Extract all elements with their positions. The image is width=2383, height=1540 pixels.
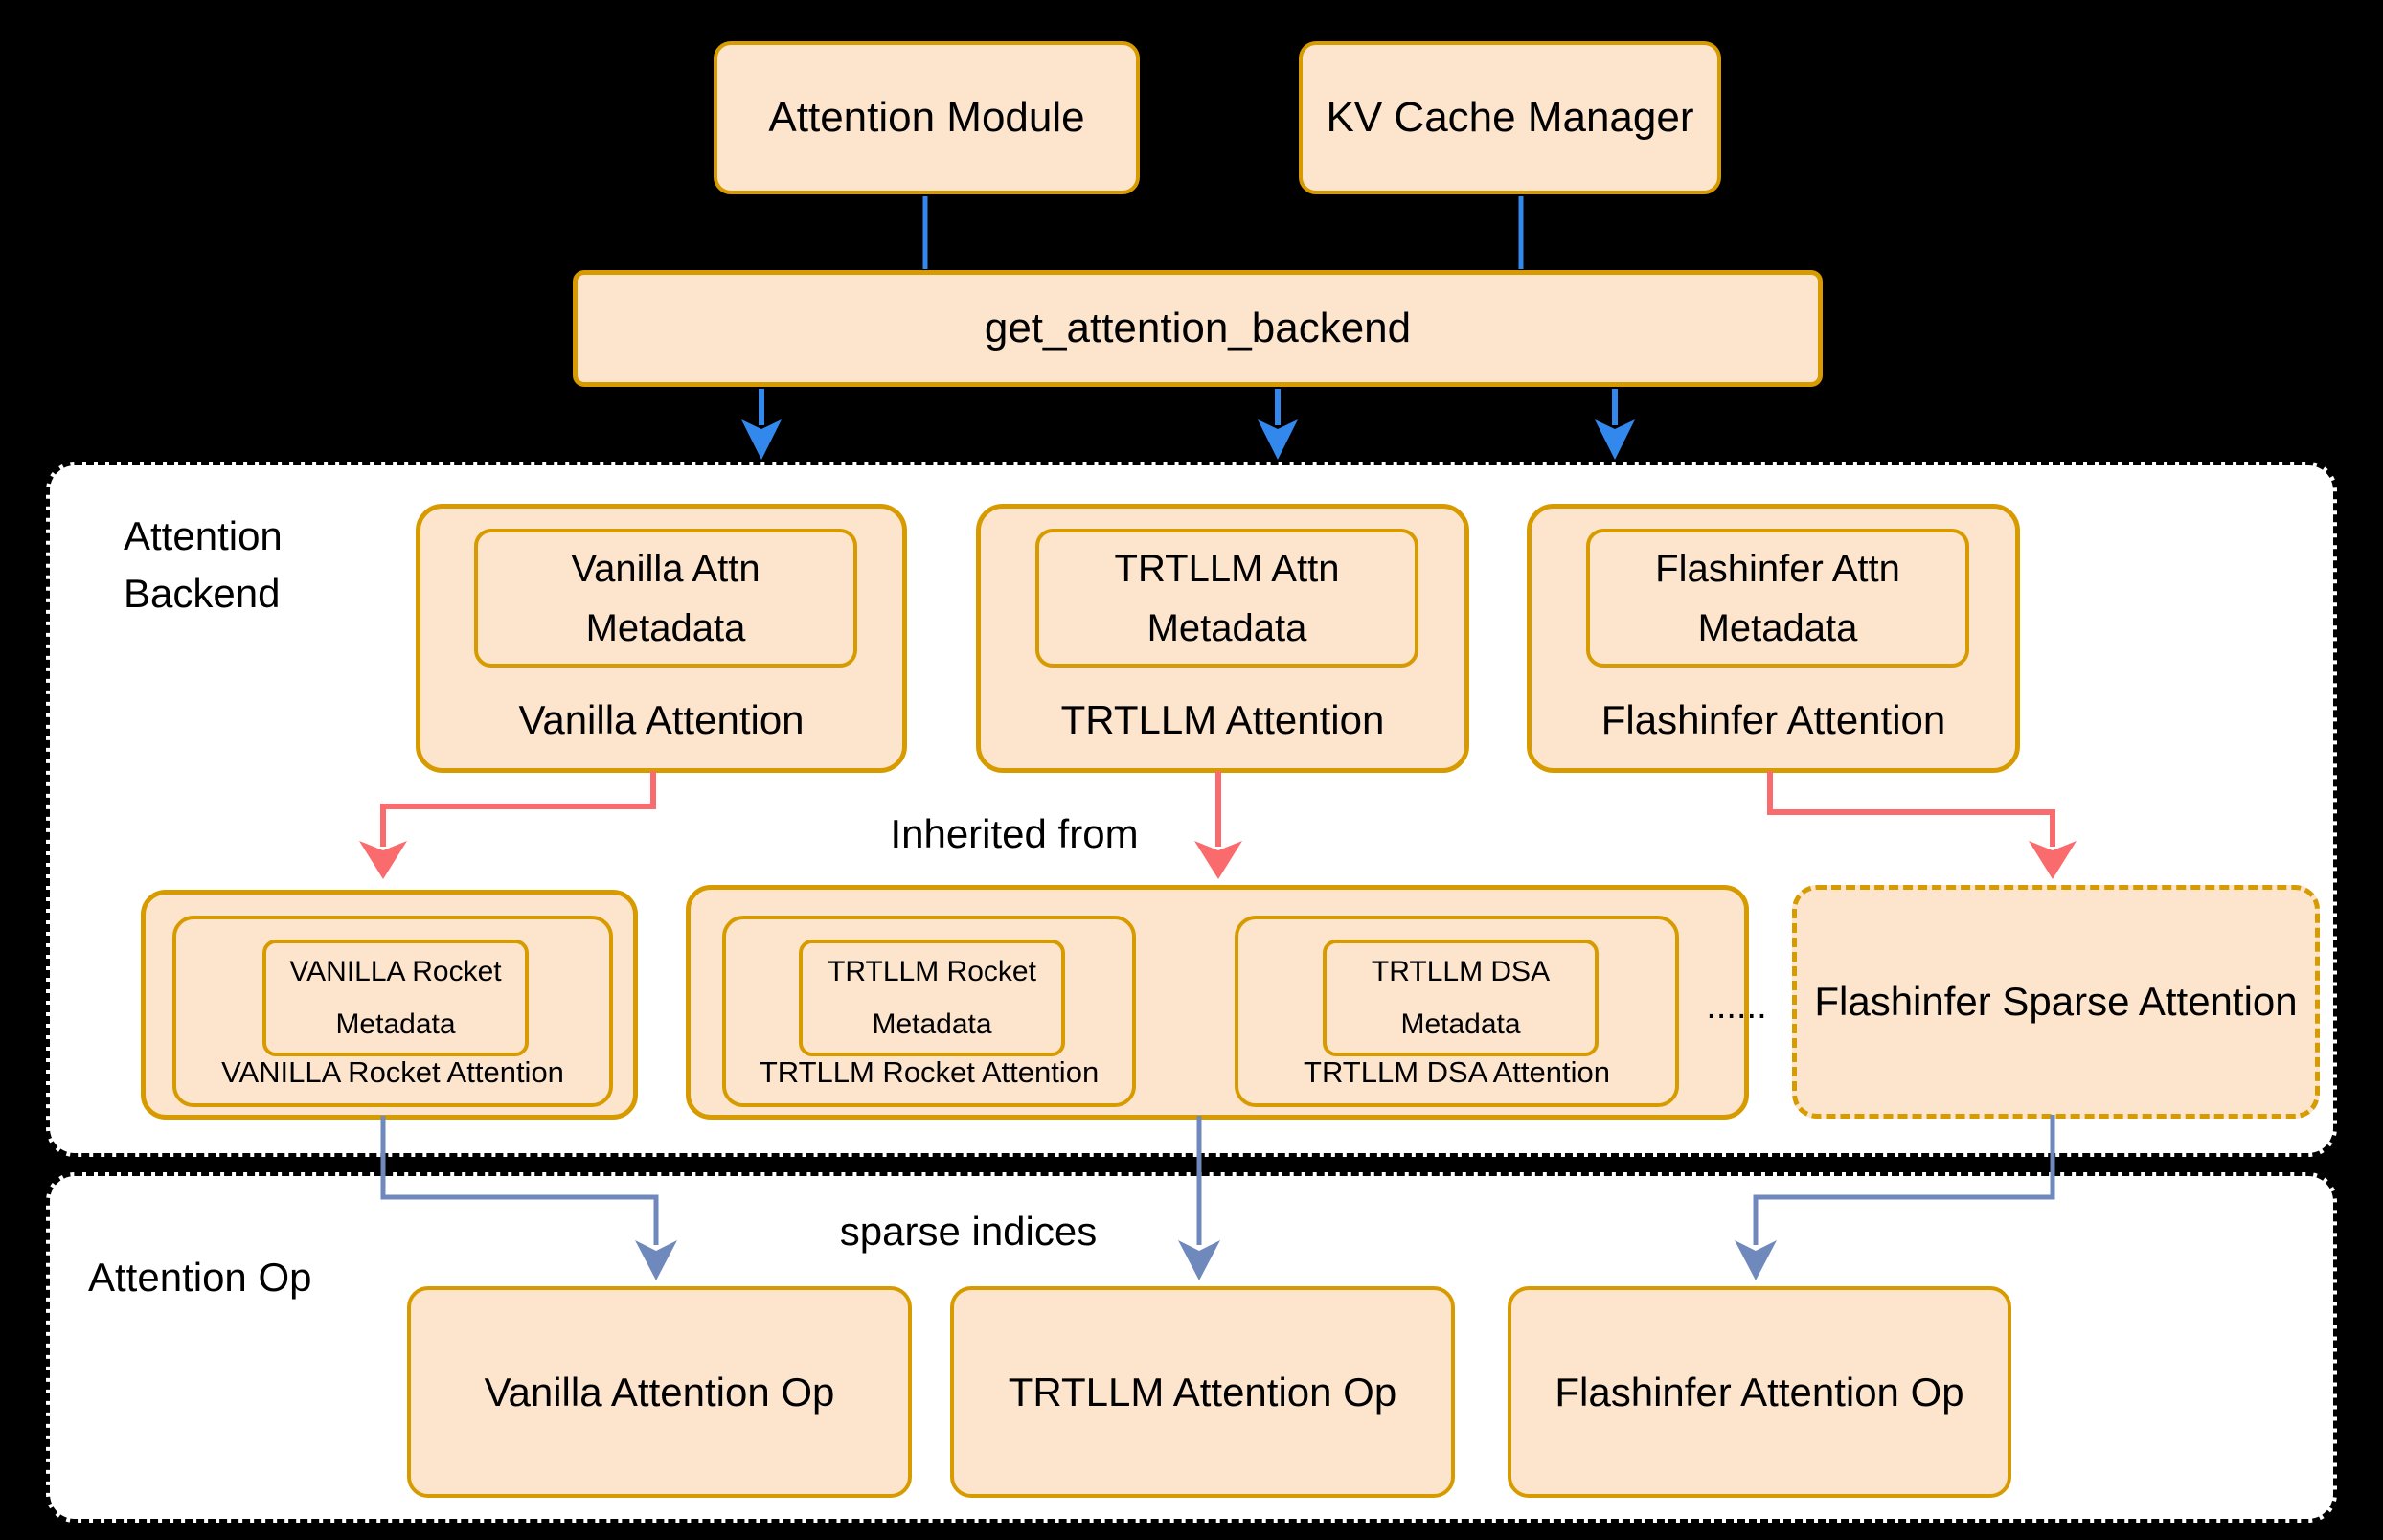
section-attention-op: Attention Op sparse indices Vanilla Atte… [46,1172,2337,1523]
section-title-attention-op: Attention Op [88,1255,312,1300]
node-flashinfer-sparse-attention: Flashinfer Sparse Attention [1792,885,2320,1119]
section-title-attention-backend: Attention Backend [124,513,283,616]
edge-get-to-trtllm-backend [1258,389,1298,460]
node-flashinfer-attention-label: Flashinfer Attention [1600,697,1946,742]
group-trtllm-derived: TRTLLM Rocket Metadata TRTLLM Rocket Att… [686,885,1767,1120]
node-vanilla-attention-label: Vanilla Attention [518,697,805,742]
node-trtllm-rocket-metadata: TRTLLM Rocket Metadata [799,940,1065,1056]
node-kv-cache-manager: KV Cache Manager [1299,41,1721,194]
node-trtllm-attention-label: TRTLLM Attention [1060,697,1385,742]
node-vanilla-rocket-metadata: VANILLA Rocket Metadata [262,940,529,1056]
node-trtllm-rocket-attention-label: TRTLLM Rocket Attention [759,1055,1100,1089]
node-trtllm-attention-op: TRTLLM Attention Op [950,1286,1455,1498]
node-attention-module: Attention Module [714,41,1140,194]
node-flashinfer-attention-op: Flashinfer Attention Op [1508,1286,2011,1498]
node-trtllm-attention: TRTLLM Attn Metadata TRTLLM Attention [976,504,1469,773]
node-vanilla-rocket-attention-label: VANILLA Rocket Attention [221,1055,564,1089]
node-trtllm-dsa-attention: TRTLLM DSA Metadata TRTLLM DSA Attention [1235,916,1679,1107]
label-ellipsis: ...... [1706,986,1767,1027]
edge-get-to-flashinfer-backend [1595,389,1635,460]
node-vanilla-attn-metadata: Vanilla Attn Metadata [474,529,857,668]
node-flashinfer-attn-metadata: Flashinfer Attn Metadata [1586,529,1969,668]
node-trtllm-dsa-metadata: TRTLLM DSA Metadata [1323,940,1599,1056]
node-vanilla-rocket-attention: VANILLA Rocket Metadata VANILLA Rocket A… [172,916,613,1107]
node-vanilla-attention-op: Vanilla Attention Op [407,1286,912,1498]
node-vanilla-attention: Vanilla Attn Metadata Vanilla Attention [416,504,907,773]
group-vanilla-rocket: VANILLA Rocket Metadata VANILLA Rocket A… [141,890,638,1120]
node-trtllm-dsa-attention-label: TRTLLM DSA Attention [1304,1055,1610,1089]
section-attention-backend: Attention Backend Vanilla Attn Metadata … [46,462,2337,1157]
node-flashinfer-attention: Flashinfer Attn Metadata Flashinfer Atte… [1527,504,2020,773]
node-get-attention-backend: get_attention_backend [573,270,1823,387]
label-sparse-indices: sparse indices [839,1209,1098,1254]
edge-get-to-vanilla-backend [741,389,782,460]
label-inherited-from: Inherited from [890,811,1139,856]
node-trtllm-rocket-attention: TRTLLM Rocket Metadata TRTLLM Rocket Att… [722,916,1136,1107]
node-trtllm-attn-metadata: TRTLLM Attn Metadata [1035,529,1418,668]
